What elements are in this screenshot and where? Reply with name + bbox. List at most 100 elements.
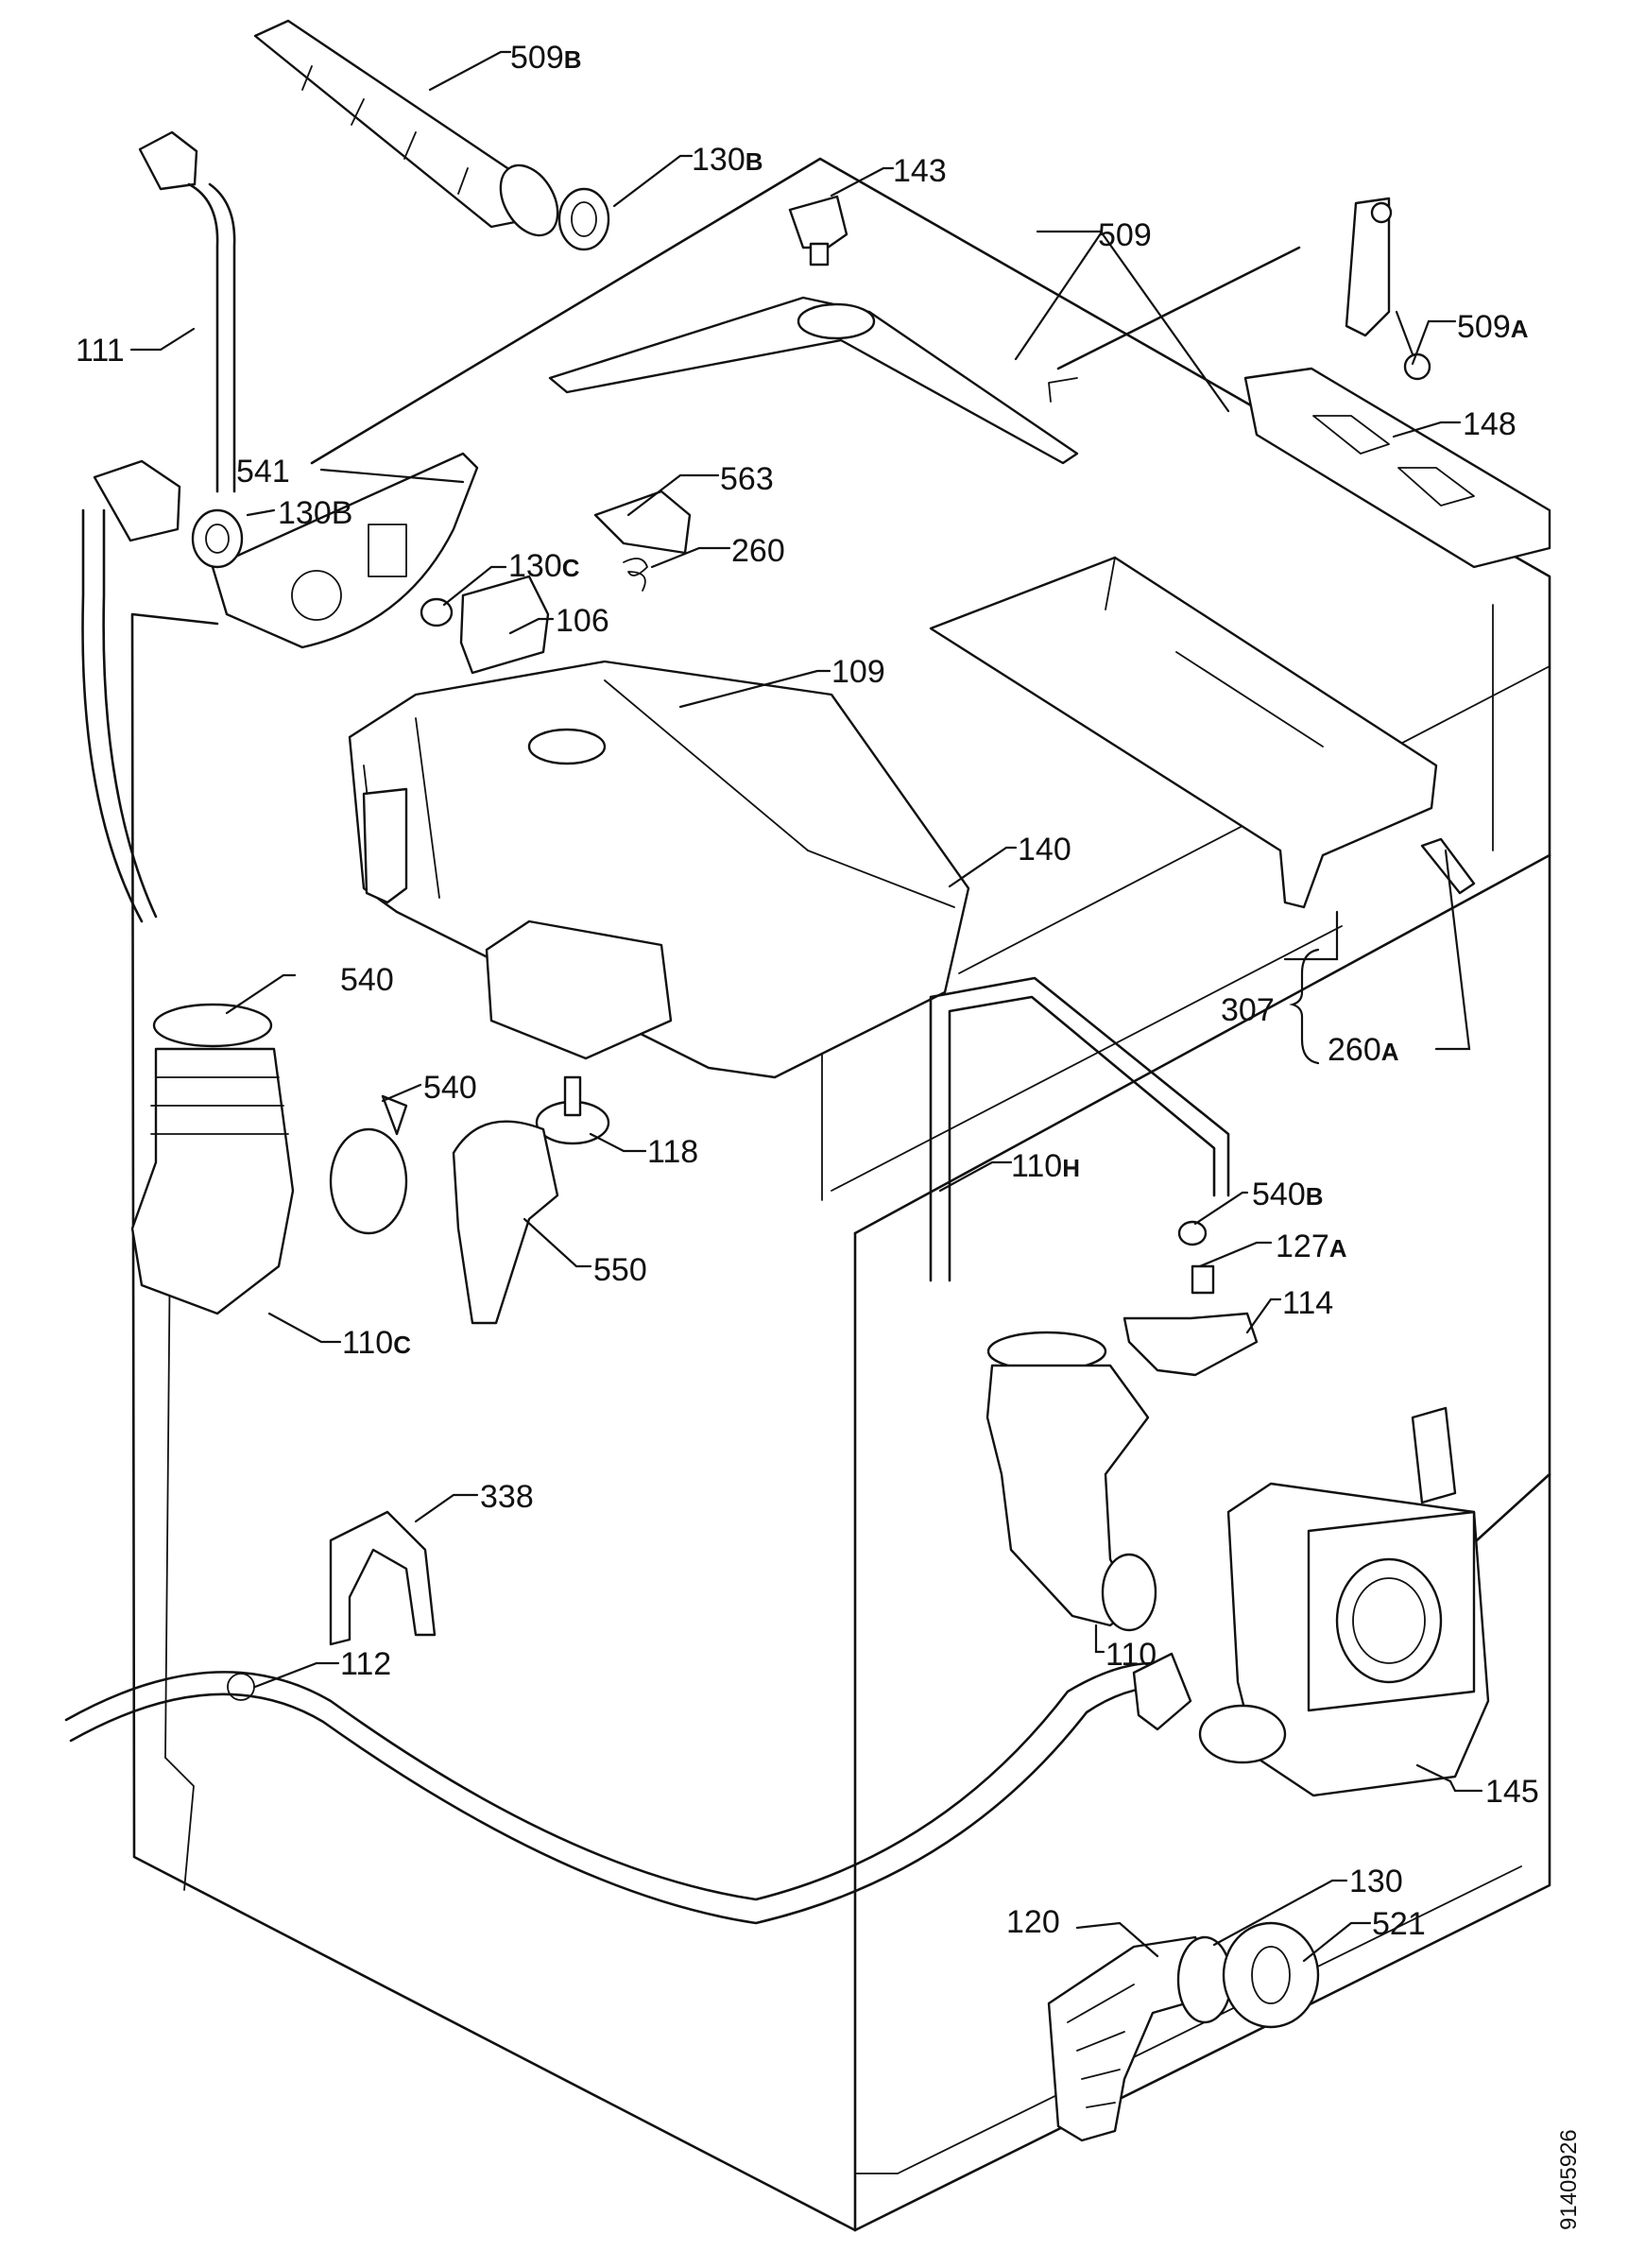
- callout-143: 143: [893, 153, 947, 189]
- drawer-307: [929, 556, 1438, 909]
- callout-109: 109: [831, 654, 885, 690]
- callout-number: 114: [1282, 1285, 1333, 1321]
- callout-suffix: B: [564, 45, 582, 74]
- callout-number: 110: [1011, 1148, 1062, 1184]
- dispenser-housing-109: [348, 660, 970, 1079]
- tube-110h: [929, 976, 1230, 1282]
- bellows-110c: [130, 1003, 408, 1315]
- callout-number: 509: [1457, 309, 1511, 345]
- bracket-541: [211, 452, 479, 649]
- spring-260: [623, 558, 648, 592]
- callout-number: 521: [1372, 1906, 1426, 1942]
- callout-114: 114: [1282, 1285, 1333, 1321]
- callout-number: 143: [893, 153, 947, 189]
- callout-number: 540: [340, 962, 394, 998]
- lever-509a: [1345, 197, 1431, 381]
- callout-509: 509: [1098, 217, 1152, 253]
- callout-509b: 509B: [510, 40, 582, 76]
- callout-130b-top: 130B: [692, 142, 763, 178]
- callout-110h: 110H: [1011, 1148, 1080, 1184]
- callout-number: 106: [556, 603, 609, 639]
- drain-hose-112: [64, 1652, 1192, 1925]
- nut-130b-top: [557, 187, 610, 251]
- callout-541: 541: [236, 454, 290, 490]
- callout-550: 550: [593, 1252, 647, 1288]
- nut-130b-mid: [191, 508, 244, 569]
- callout-number: 130: [692, 142, 745, 178]
- inlet-pipe-509b: [253, 19, 559, 237]
- callout-number: 509: [1098, 217, 1152, 253]
- callout-number: 130: [1349, 1864, 1403, 1899]
- cover-563: [593, 490, 692, 555]
- leader-lines: [129, 50, 1483, 1963]
- callout-number: 550: [593, 1252, 647, 1288]
- bellows-110: [985, 1331, 1157, 1632]
- callout-260a: 260A: [1328, 1032, 1399, 1068]
- callout-suffix: H: [1062, 1154, 1080, 1182]
- callout-number: 260: [1328, 1032, 1381, 1068]
- callout-110c: 110C: [342, 1325, 411, 1361]
- callout-509a: 509A: [1457, 309, 1529, 345]
- callout-563: 563: [720, 461, 774, 497]
- hose-111: [81, 130, 236, 923]
- lever-509: [548, 246, 1301, 465]
- clamp-550: [452, 1120, 559, 1325]
- callout-suffix: A: [1381, 1038, 1399, 1066]
- handle-148: [1243, 367, 1551, 569]
- callout-number: 118: [647, 1134, 698, 1170]
- callout-112: 112: [340, 1646, 391, 1682]
- callout-338: 338: [480, 1479, 534, 1515]
- callout-number: 148: [1463, 406, 1517, 442]
- callout-number: 130: [508, 548, 562, 584]
- callout-number: 540: [423, 1070, 477, 1106]
- callout-127a: 127A: [1276, 1228, 1347, 1264]
- callout-number: 541: [236, 454, 290, 490]
- callout-suffix: B: [745, 147, 763, 176]
- pump-housing-145: [1198, 1406, 1490, 1797]
- callout-106: 106: [556, 603, 609, 639]
- filter-120: [1047, 1921, 1320, 2142]
- callout-number: 109: [831, 654, 885, 690]
- callout-130: 130: [1349, 1864, 1403, 1899]
- callout-307: 307: [1221, 992, 1275, 1028]
- callout-540b: 540B: [1252, 1177, 1324, 1212]
- callout-suffix: B: [1306, 1182, 1324, 1211]
- callout-148: 148: [1463, 406, 1517, 442]
- callout-118: 118: [647, 1134, 698, 1170]
- wheel-118: [535, 1075, 610, 1145]
- callout-suffix: A: [1329, 1234, 1347, 1263]
- callout-number: 130B: [278, 495, 352, 531]
- callout-number: 110: [1105, 1637, 1157, 1673]
- callout-111: 111: [76, 333, 125, 369]
- callout-number: 112: [340, 1646, 391, 1682]
- callout-number: 111: [76, 333, 125, 369]
- callout-130c: 130C: [508, 548, 580, 584]
- callout-140: 140: [1018, 832, 1071, 868]
- callout-number: 140: [1018, 832, 1071, 868]
- document-id: 91405926: [1556, 2129, 1582, 2230]
- callout-number: 540: [1252, 1177, 1306, 1212]
- callout-540-a: 540: [340, 962, 394, 998]
- callout-260: 260: [731, 533, 785, 569]
- callout-number: 127: [1276, 1228, 1329, 1264]
- small-parts-114: [1122, 1220, 1259, 1377]
- callout-number: 307: [1221, 992, 1275, 1028]
- callout-number: 120: [1006, 1904, 1060, 1940]
- callout-number: 563: [720, 461, 774, 497]
- callout-130b-mid: 130B: [278, 495, 352, 531]
- callout-number: 338: [480, 1479, 534, 1515]
- callout-521: 521: [1372, 1906, 1426, 1942]
- brace-307: [1289, 948, 1320, 1065]
- callout-suffix: C: [393, 1331, 411, 1359]
- callout-number: 260: [731, 533, 785, 569]
- callout-number: 145: [1485, 1774, 1539, 1810]
- hook-338: [329, 1510, 437, 1646]
- callout-suffix: A: [1511, 315, 1529, 343]
- callout-145: 145: [1485, 1774, 1539, 1810]
- callout-number: 110: [342, 1325, 393, 1361]
- callout-120: 120: [1006, 1904, 1060, 1940]
- valve-106: [420, 575, 550, 675]
- callout-540-b: 540: [423, 1070, 477, 1106]
